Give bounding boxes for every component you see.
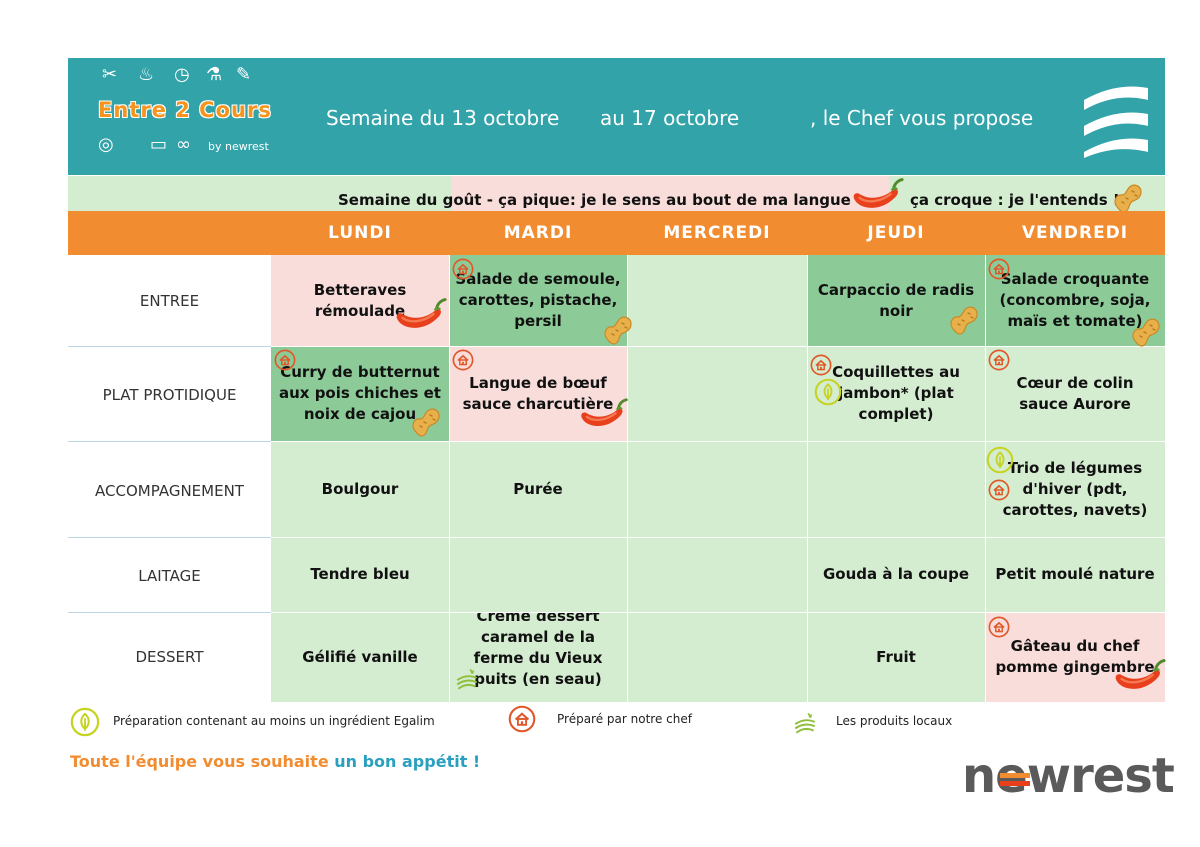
row-separator [271,441,1165,442]
column-divider [627,255,628,702]
week-end: au 17 octobre [600,106,740,130]
pencil-icon: ✎ [236,64,252,85]
day-header: LUNDI MARDI MERCREDI JEUDI VENDREDI [68,211,1165,255]
cell-entree-mercredi [627,255,807,346]
column-divider [985,255,986,702]
legend-leaf-icon [70,707,100,737]
row-divider [68,537,271,538]
row-label-plat: PLAT PROTIDIQUE [102,386,237,404]
day-friday: VENDREDI [1021,223,1129,243]
day-monday: LUNDI [328,223,392,243]
cell-laitage-jeudi: Gouda à la coupe [807,537,985,612]
house-icon [988,616,1010,638]
newrest-logo-text: newrest [962,748,1175,804]
cell-accompagnement-vendredi: Trio de légumes d'hiver (pdt, carottes, … [985,441,1165,537]
field-icon [454,666,480,692]
legend-field-icon [792,710,818,736]
cell-accompagnement-mercredi [627,441,807,537]
peanut-icon [944,300,984,340]
cell-laitage-vendredi: Petit moulé nature [985,537,1165,612]
cell-accompagnement-lundi: Boulgour [271,441,449,537]
chili-icon [391,292,449,340]
column-divider [807,255,808,702]
cell-dessert-mardi: Crème dessert caramel de la ferme du Vie… [449,612,627,702]
peanut-icon [1126,312,1166,352]
cell-entree-mardi: Salade de semoule, carottes, pistache, p… [449,255,627,346]
cell-accompagnement-mardi: Purée [449,441,627,537]
cell-laitage-lundi: Tendre bleu [271,537,449,612]
cell-laitage-mercredi [627,537,807,612]
book-icon: ▭ [150,134,168,155]
row-divider [68,346,271,347]
bon-appetit-part1: Toute l'équipe vous souhaite [70,752,329,771]
logo-title: Entre 2 Cours [98,98,272,122]
newrest-e-bars-icon [1000,773,1030,786]
flask-icon: ⚗ [206,64,223,85]
row-divider [68,612,271,613]
bon-appetit-message: Toute l'équipe vous souhaite un bon appé… [70,752,480,771]
row-label-laitage: LAITAGE [138,567,201,585]
day-thursday: JEUDI [867,223,925,243]
house-icon [452,258,474,280]
day-tuesday: MARDI [503,223,573,243]
row-label-dessert: DESSERT [135,648,204,666]
week-start: Semaine du 13 octobre [326,106,560,130]
legend-local: Les produits locaux [836,714,953,728]
newrest-waves-icon [1084,86,1148,158]
legend-egalim: Préparation contenant au moins un ingréd… [113,714,435,728]
legend-chef: Préparé par notre chef [557,712,692,726]
cell-entree-jeudi: Carpaccio de radis noir [807,255,985,346]
legend-house-icon [508,705,536,733]
dessert-mardi-text: Crème dessert caramel de la ferme du Vie… [473,612,603,688]
logo-by-newrest: by newrest [208,140,269,153]
cell-dessert-jeudi: Fruit [807,612,985,702]
row-label-accompagnement: ACCOMPAGNEMENT [95,482,244,500]
header-banner: ✂ ♨ ◷ ⚗ ✎ Entre 2 Cours by newrest ◎ ▭ ∞… [68,58,1165,175]
utensils-icon: ✂ [102,64,118,85]
cell-laitage-mardi [449,537,627,612]
row-separator [271,346,1165,347]
house-icon [988,349,1010,371]
column-divider [449,255,450,702]
row-label-entree: ENTREE [139,292,200,310]
theme-banner: Semaine du goût - ça pique: je le sens a… [68,176,1165,211]
theme-text-spicy: Semaine du goût - ça pique: je le sens a… [338,191,851,209]
row-divider [68,441,271,442]
entre-2-cours-logo: ✂ ♨ ◷ ⚗ ✎ Entre 2 Cours by newrest ◎ ▭ ∞ [90,64,280,164]
cell-plat-vendredi: Cœur de colin sauce Aurore [985,346,1165,441]
peanut-icon [406,402,446,442]
chef-hat-icon: ♨ [138,64,155,85]
house-icon [274,349,296,371]
cell-dessert-mercredi [627,612,807,702]
peanut-icon [598,310,638,350]
cell-plat-jeudi: Coquillettes au jambon* (plat complet) [807,346,985,441]
row-separator [271,612,1165,613]
theme-text-crunchy: ça croque : je l'entends ! [910,191,1120,209]
bon-appetit-part2: un bon appétit ! [334,752,481,771]
newrest-logo: newrest [962,748,1175,804]
cell-plat-mercredi [627,346,807,441]
leaf-icon [814,378,842,406]
cell-dessert-lundi: Gélifié vanille [271,612,449,702]
week-chef-proposes: , le Chef vous propose [810,106,1034,130]
house-icon [988,479,1010,501]
house-icon [988,258,1010,280]
clock-icon: ◷ [174,64,190,85]
house-icon [452,349,474,371]
cell-entree-lundi: Betteraves rémoulade [271,255,449,346]
chili-icon [1110,652,1168,702]
plate-icon: ◎ [98,134,114,155]
chili-icon [576,392,630,438]
leaf-icon [986,446,1014,474]
row-separator [271,537,1165,538]
house-icon [810,354,832,376]
glasses-icon: ∞ [176,134,191,155]
day-wednesday: MERCREDI [663,223,771,243]
cell-accompagnement-jeudi [807,441,985,537]
